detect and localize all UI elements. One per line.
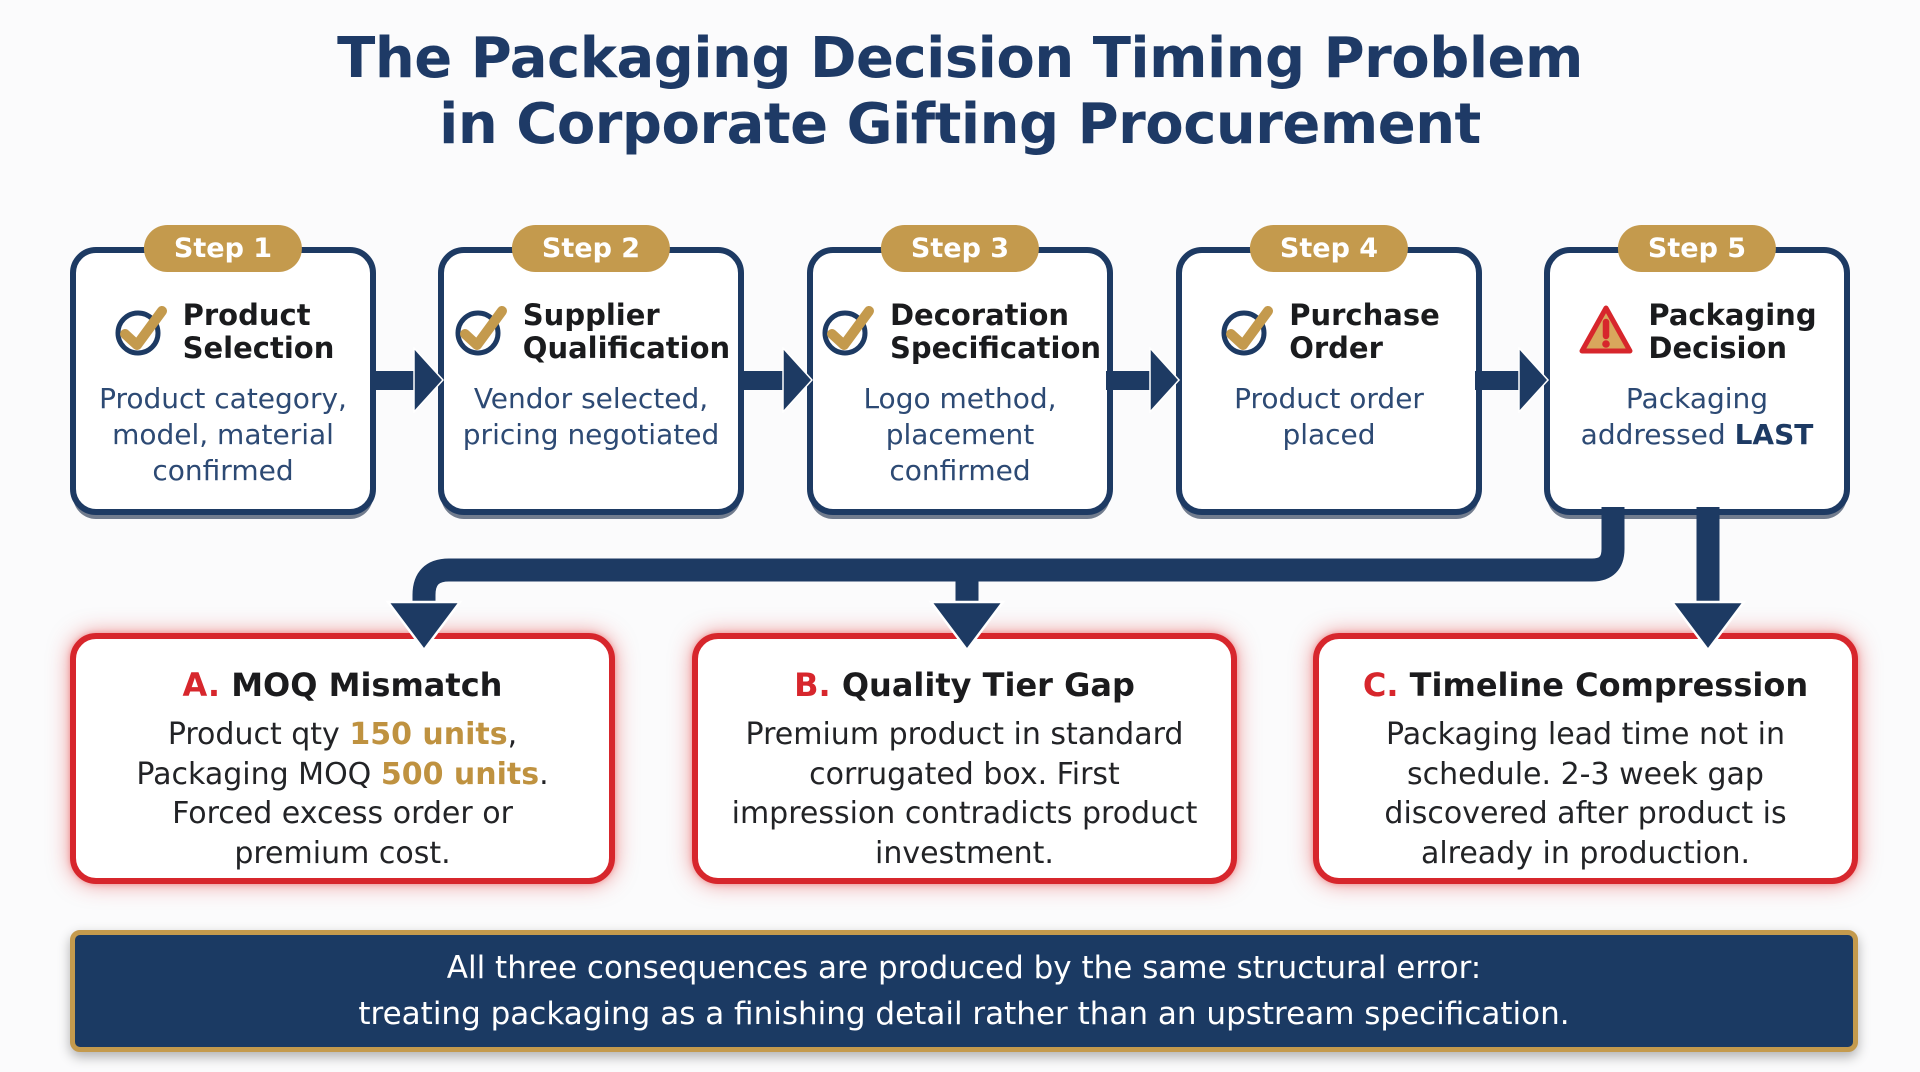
consequence-c-title: C. Timeline Compression xyxy=(1319,666,1852,704)
summary-banner-line2: treating packaging as a finishing detail… xyxy=(358,996,1570,1032)
step-1-title-line2: Selection xyxy=(182,330,335,365)
step-4-title: Purchase Order xyxy=(1289,299,1440,365)
step-4-badge: Step 4 xyxy=(1249,225,1409,272)
page-title-line1: The Packaging Decision Timing Problem xyxy=(337,26,1583,91)
step-2-badge: Step 2 xyxy=(511,225,671,272)
step-flow-arrow-1-2 xyxy=(370,347,444,413)
step-3-title: Decoration Specification xyxy=(890,299,1101,365)
consequence-a-title: A. MOQ Mismatch xyxy=(76,666,609,704)
consequence-a-body: Product qty 150 units, Packaging MOQ 500… xyxy=(136,717,549,871)
step-2-description: Vendor selected, pricing negotiated xyxy=(462,381,720,451)
page-title: The Packaging Decision Timing Problem in… xyxy=(0,26,1920,157)
step-5-badge: Step 5 xyxy=(1617,225,1777,272)
check-circle-icon xyxy=(112,302,170,362)
consequence-b-body: Premium product in standard corrugated b… xyxy=(731,717,1198,871)
step-box-3: Step 3 Decoration Specification Logo met… xyxy=(807,225,1113,515)
step-4-heading: Purchase Order xyxy=(1182,299,1476,365)
step-box-5: Step 5 Packaging Decision Packaging addr… xyxy=(1544,225,1850,515)
consequence-b-title-text: Quality Tier Gap xyxy=(841,666,1135,704)
step-flow-arrow-4-5 xyxy=(1475,347,1549,413)
step-flow-arrow-3-4 xyxy=(1106,347,1180,413)
step-1-heading: Product Selection xyxy=(76,299,370,365)
step-5-description: Packaging addressed LAST xyxy=(1580,381,1814,451)
consequence-c-letter: C. xyxy=(1362,666,1399,704)
consequence-c-title-text: Timeline Compression xyxy=(1409,666,1809,704)
page-title-line2: in Corporate Gifting Procurement xyxy=(439,91,1481,157)
check-circle-icon xyxy=(819,302,877,362)
consequence-box-c: C. Timeline Compression Packaging lead t… xyxy=(1313,633,1858,884)
step-1-description: Product category, model, material confir… xyxy=(99,381,347,488)
step-2-title: Supplier Qualification xyxy=(523,299,730,365)
consequence-box-b: B. Quality Tier Gap Premium product in s… xyxy=(692,633,1237,884)
step-4-description: Product order placed xyxy=(1234,381,1424,451)
step-4-title-line1: Purchase xyxy=(1289,298,1440,332)
step-box-2: Step 2 Supplier Qualification Vendor sel… xyxy=(438,225,744,515)
step-3-title-line2: Specification xyxy=(889,330,1102,365)
step-5-heading: Packaging Decision xyxy=(1550,299,1844,365)
step-1-badge: Step 1 xyxy=(143,225,303,272)
step-box-1: Step 1 Product Selection Product categor… xyxy=(70,225,376,515)
step-1-title: Product Selection xyxy=(183,299,335,365)
step-box-4: Step 4 Purchase Order Product order plac… xyxy=(1176,225,1482,515)
consequence-box-a: A. MOQ Mismatch Product qty 150 units, P… xyxy=(70,633,615,884)
step-1-title-line1: Product xyxy=(182,298,311,332)
consequence-b-title: B. Quality Tier Gap xyxy=(698,666,1231,704)
step-3-badge: Step 3 xyxy=(880,225,1040,272)
consequence-c-body: Packaging lead time not in schedule. 2-3… xyxy=(1384,717,1787,871)
check-circle-icon xyxy=(1218,302,1276,362)
step-5-title: Packaging Decision xyxy=(1648,299,1816,365)
step-flow-arrow-2-3 xyxy=(739,347,813,413)
summary-banner-line1: All three consequences are produced by t… xyxy=(446,949,1482,986)
step-2-heading: Supplier Qualification xyxy=(444,299,738,365)
consequence-b-letter: B. xyxy=(794,666,831,704)
check-circle-icon xyxy=(452,302,510,362)
warning-icon xyxy=(1577,303,1635,361)
step-4-title-line2: Order xyxy=(1289,330,1383,365)
step-5-title-line2: Decision xyxy=(1648,330,1788,365)
step-3-description: Logo method, placement confirmed xyxy=(863,381,1057,488)
consequence-a-letter: A. xyxy=(182,666,221,704)
step-2-title-line2: Qualification xyxy=(522,330,731,365)
summary-banner: All three consequences are produced by t… xyxy=(70,930,1858,1052)
step-3-title-line1: Decoration xyxy=(889,298,1070,332)
step-3-heading: Decoration Specification xyxy=(813,299,1107,365)
step-5-title-line1: Packaging xyxy=(1648,298,1817,332)
step-2-title-line1: Supplier xyxy=(522,298,660,332)
consequence-a-title-text: MOQ Mismatch xyxy=(231,666,503,704)
